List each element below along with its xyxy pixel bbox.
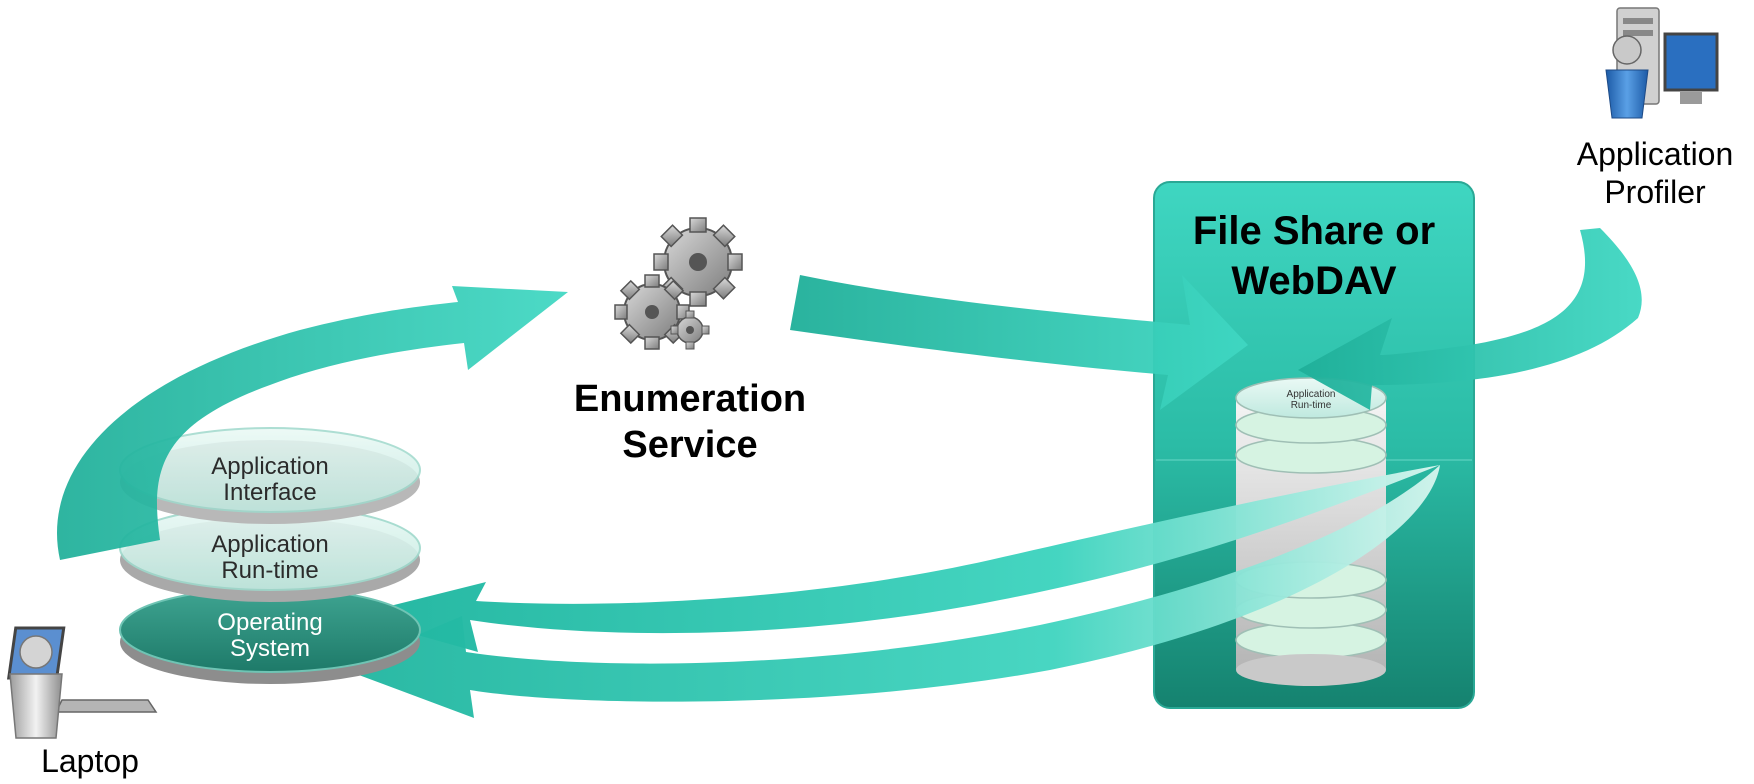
layer-line2: System <box>229 635 310 662</box>
arrow-laptop-to-enumeration <box>57 286 568 560</box>
laptop-stack <box>119 427 421 684</box>
file-share-line2: WebDAV <box>1231 259 1397 303</box>
file-share-label: File Share or WebDAV <box>1154 206 1474 306</box>
layer-application-interface: Application Interface <box>180 454 360 506</box>
layer-line1: Application <box>211 531 329 558</box>
server-stack-line2: Run-time <box>1290 400 1332 411</box>
layer-application-runtime: Application Run-time <box>180 532 360 584</box>
file-share-line1: File Share or <box>1192 209 1436 253</box>
layer-line1: Application <box>211 453 329 480</box>
gears-icon <box>614 217 743 350</box>
server-stack-top-label: Application Run-time <box>1261 389 1361 411</box>
laptop-user-icon <box>7 626 158 739</box>
layer-operating-system: Operating System <box>180 610 360 662</box>
laptop-label: Laptop <box>20 742 160 780</box>
layer-line2: Run-time <box>221 557 319 584</box>
application-profiler-label: Application Profiler <box>1560 135 1750 211</box>
enumeration-line2: Service <box>622 424 758 466</box>
layer-line1: Operating <box>217 609 323 636</box>
enumeration-line1: Enumeration <box>573 378 807 420</box>
arrow-enumeration-to-fileshare <box>790 275 1248 410</box>
layer-line2: Interface <box>223 479 317 506</box>
enumeration-service-label: Enumeration Service <box>540 376 840 468</box>
profiler-line1: Application <box>1576 136 1734 172</box>
server-stack-line1: Application <box>1286 389 1336 400</box>
server-user-icon <box>1605 7 1719 119</box>
arrow-fileshare-to-laptop <box>350 465 1440 652</box>
arrow-profiler-to-fileshare <box>1298 228 1642 410</box>
laptop-text: Laptop <box>41 743 139 779</box>
arrow-fileshare-to-laptop-body <box>340 465 1440 718</box>
profiler-line2: Profiler <box>1604 174 1706 210</box>
